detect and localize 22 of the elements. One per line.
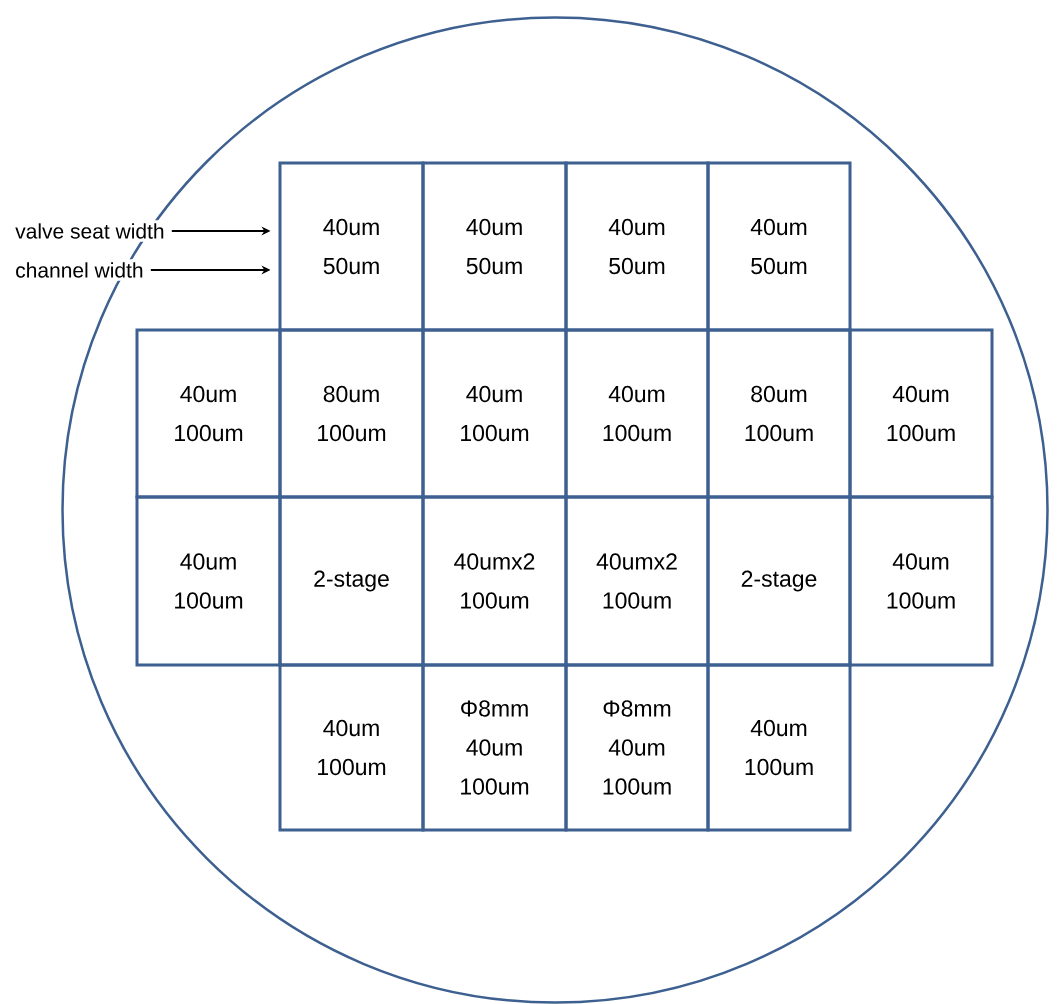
grid-cell: 40um 100um [706, 663, 852, 832]
grid-cell: 80um 100um [278, 328, 425, 499]
grid-cell: 40um 50um [564, 161, 710, 332]
grid-cell: Φ8mm 40um 100um [421, 663, 568, 832]
grid-cell: 2-stage [278, 495, 425, 667]
grid-cell: 40umx2 100um [564, 495, 710, 667]
grid-cell: 40um 100um [135, 495, 282, 667]
grid-cell: 40um 100um [848, 495, 994, 667]
grid-cell: 40um 100um [421, 328, 568, 499]
grid-cell: 40um 100um [278, 663, 425, 832]
grid-cell: 40um 100um [848, 328, 994, 499]
annotation-label: valve seat width [12, 220, 168, 242]
grid-cell: 80um 100um [706, 328, 852, 499]
grid-cell: 40um 50um [278, 161, 425, 332]
grid-cell: 40um 50um [706, 161, 852, 332]
grid-cell: 40um 100um [564, 328, 710, 499]
grid-cell: Φ8mm 40um 100um [564, 663, 710, 832]
grid-cell: 40um 100um [135, 328, 282, 499]
grid-cell: 2-stage [706, 495, 852, 667]
grid-cell: 40umx2 100um [421, 495, 568, 667]
grid-cell: 40um 50um [421, 161, 568, 332]
annotation-label: channel width [12, 259, 147, 281]
